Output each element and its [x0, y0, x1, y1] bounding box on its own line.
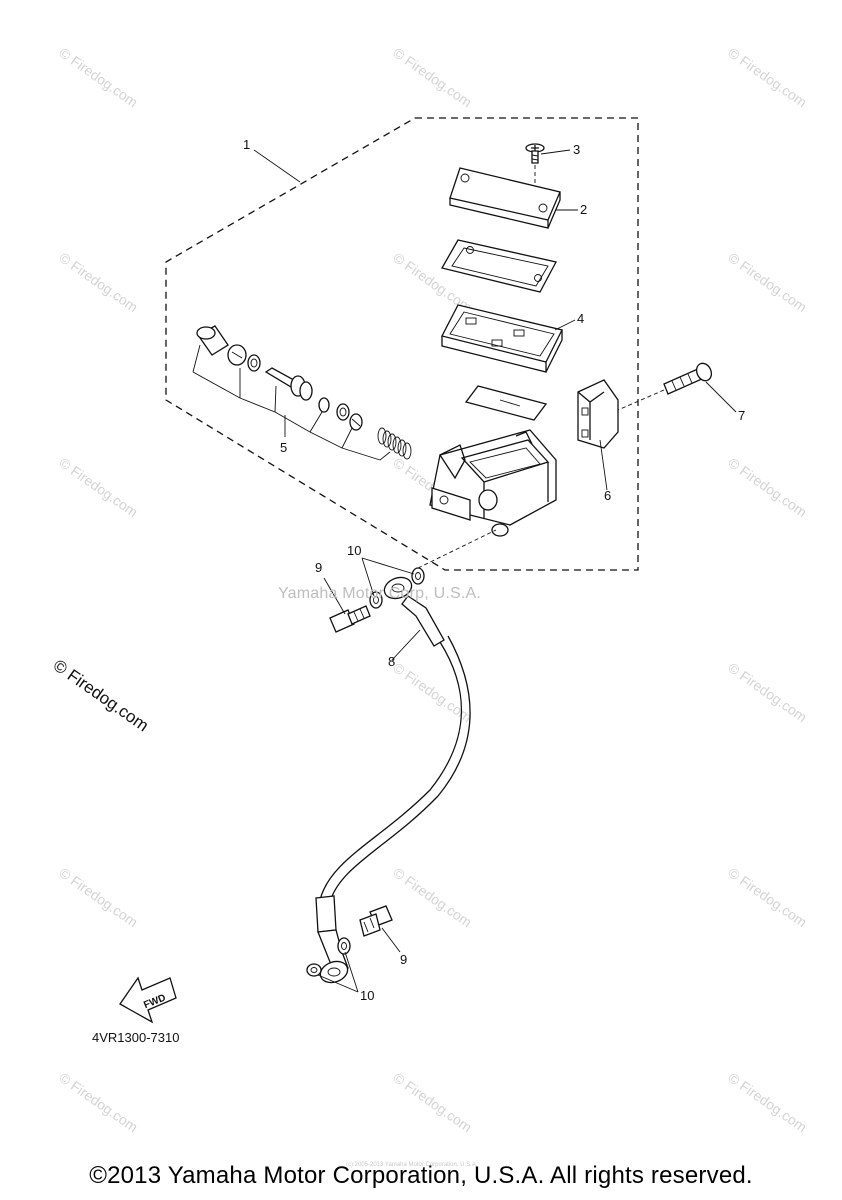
fwd-arrow-icon: FWD: [119, 976, 177, 1024]
firedog-watermarks: © Firedog.com © Firedog.com © Firedog.co…: [50, 44, 810, 1135]
part-label-9-lower: 9: [400, 952, 407, 967]
firedog-watermark: © Firedog.com: [56, 249, 141, 315]
spring: [377, 427, 412, 460]
part-label-10-lower: 10: [360, 988, 374, 1003]
master-cylinder-body: [429, 429, 557, 537]
part-6-clamp: [577, 379, 619, 449]
part-3-screw: [525, 143, 545, 205]
label-leaders: [253, 149, 737, 993]
part-2-cap: [449, 167, 561, 229]
firedog-watermark: © Firedog.com: [725, 1069, 810, 1135]
firedog-watermark: © Firedog.com: [390, 864, 475, 930]
part-label-1: 1: [243, 137, 250, 152]
part-label-6: 6: [604, 488, 611, 503]
part-label-7: 7: [738, 408, 745, 423]
diaphragm-plate: [441, 239, 557, 293]
part-label-10-upper: 10: [347, 543, 361, 558]
part-label-9-upper: 9: [315, 560, 322, 575]
firedog-watermark: © Firedog.com: [56, 454, 141, 520]
part-label-2: 2: [580, 202, 587, 217]
part-label-8: 8: [388, 654, 395, 669]
firedog-watermark: © Firedog.com: [725, 454, 810, 520]
part-9-bolt-upper: [329, 605, 371, 633]
firedog-watermark: © Firedog.com: [725, 249, 810, 315]
firedog-watermark: © Firedog.com: [56, 44, 141, 110]
firedog-watermark: © Firedog.com: [725, 659, 810, 725]
firedog-watermark: © Firedog.com: [56, 864, 141, 930]
part-5-leaders: [192, 344, 391, 461]
firedog-watermark: © Firedog.com: [725, 44, 810, 110]
assembly-boundary: [165, 117, 639, 571]
part-10-washers: [306, 529, 497, 977]
firedog-watermark: © Firedog.com: [56, 1069, 141, 1135]
firedog-watermark: © Firedog.com: [390, 1069, 475, 1135]
part-9-bolt-lower: [359, 905, 393, 937]
part-8-hose: [315, 576, 471, 984]
firedog-watermark: © Firedog.com: [390, 44, 475, 110]
firedog-watermark: © Firedog.com: [725, 864, 810, 930]
part-5-piston-kit: [196, 325, 412, 460]
part-label-4: 4: [577, 311, 584, 326]
part-label-5: 5: [280, 440, 287, 455]
gasket-strip: [464, 385, 548, 421]
part-number-labels: 1 3 2 4 7 5 6 10 9 8 9 10: [243, 137, 745, 1003]
part-7-bolt: [617, 362, 713, 411]
part-4-diaphragm: [441, 304, 563, 373]
firedog-watermark-dark: © Firedog.com: [50, 656, 152, 736]
part-label-3: 3: [573, 142, 580, 157]
